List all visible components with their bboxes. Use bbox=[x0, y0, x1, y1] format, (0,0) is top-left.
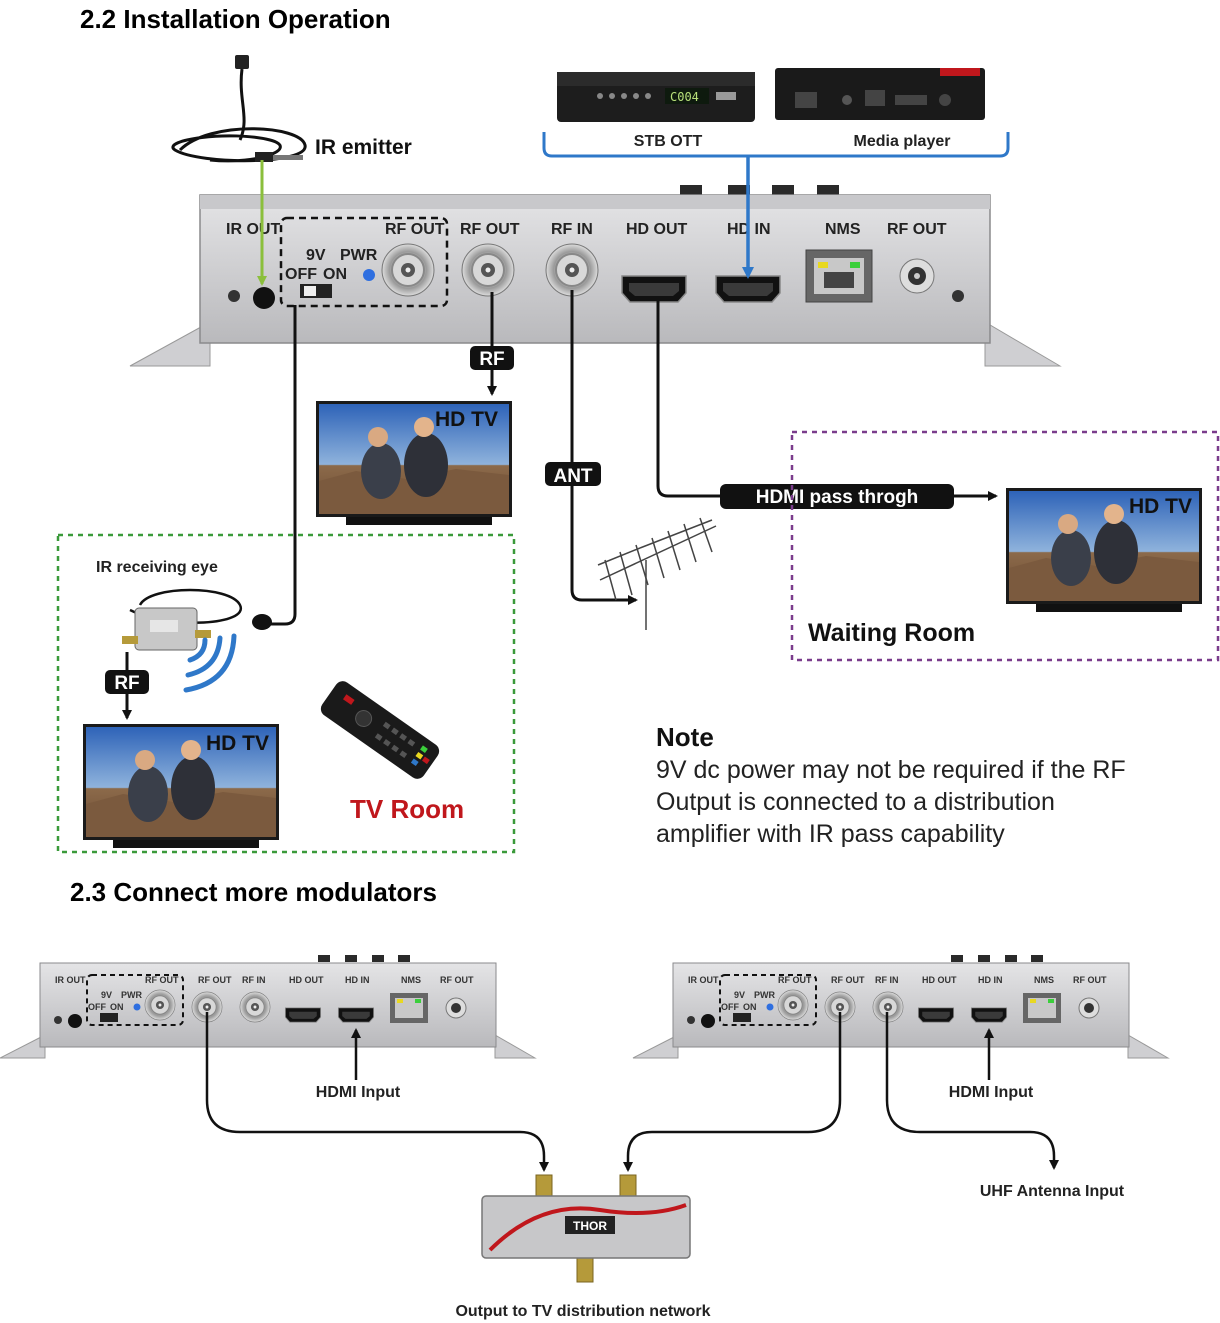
small-right-pwr: PWR bbox=[754, 990, 775, 1000]
ir-eye-label: IR receiving eye bbox=[96, 559, 218, 576]
installation-title: 2.2 Installation Operation bbox=[80, 4, 391, 34]
source-bracket bbox=[542, 132, 1010, 158]
ir-emitter-cable bbox=[171, 55, 307, 163]
hd-in-port bbox=[715, 275, 781, 303]
small-right-hd-out: HD OUT bbox=[922, 975, 957, 985]
media-player-label: Media player bbox=[854, 133, 951, 150]
small-left-nms: NMS bbox=[401, 975, 421, 985]
small-left-rf-out-2: RF OUT bbox=[440, 975, 474, 985]
rf-out-2-connector bbox=[899, 258, 935, 294]
small-right-rf-in: RF IN bbox=[875, 975, 899, 985]
small-left-rf-in: RF IN bbox=[242, 975, 266, 985]
small-left-rf-out-dashed: RF OUT bbox=[145, 975, 179, 985]
panel-screw-right bbox=[952, 290, 964, 302]
small-right-nms: NMS bbox=[1034, 975, 1054, 985]
tag-rf-a-text: RF bbox=[479, 349, 504, 370]
output-label: Output to TV distribution network bbox=[455, 1303, 710, 1320]
tag-ant-text: ANT bbox=[553, 466, 592, 487]
small-right-rf-out-2: RF OUT bbox=[1073, 975, 1107, 985]
hdmi-pass-line bbox=[656, 300, 998, 501]
tag-rf-b bbox=[105, 670, 149, 694]
rf-in-connector bbox=[545, 243, 599, 297]
note-line-1: 9V dc power may not be required if the R… bbox=[656, 756, 1126, 784]
remote-control-icon bbox=[320, 681, 440, 779]
small-right-ir-out: IR OUT bbox=[688, 975, 719, 985]
uhf-antenna bbox=[597, 517, 717, 630]
hdmi-input-right-label: HDMI Input bbox=[949, 1084, 1034, 1101]
port-rf-in: RF IN bbox=[551, 221, 593, 238]
label-9v: 9V bbox=[306, 247, 326, 264]
pwr-led bbox=[363, 269, 375, 281]
ir-out-jack bbox=[253, 287, 275, 309]
uhf-antenna-line bbox=[885, 1012, 1059, 1170]
ant-line bbox=[570, 290, 638, 605]
tv3-label: HD TV bbox=[1129, 495, 1192, 518]
small-right-rf-out-1: RF OUT bbox=[831, 975, 865, 985]
small-modulator-right bbox=[632, 955, 1170, 1059]
rf-line-right-to-combiner bbox=[623, 1012, 842, 1172]
rf-combiner-device: THOR bbox=[481, 1174, 691, 1283]
stb-display: C004 bbox=[670, 90, 699, 104]
small-left-ir-out: IR OUT bbox=[55, 975, 86, 985]
hdmi-input-left-label: HDMI Input bbox=[316, 1084, 401, 1101]
uhf-label: UHF Antenna Input bbox=[980, 1183, 1125, 1200]
hd-out-port bbox=[621, 275, 687, 303]
small-left-pwr: PWR bbox=[121, 990, 142, 1000]
note-line-2: Output is connected to a distribution bbox=[656, 788, 1055, 816]
ir-eye-device bbox=[122, 588, 272, 651]
tag-hdmi-pass-text: HDMI pass throgh bbox=[756, 487, 919, 508]
port-nms: NMS bbox=[825, 221, 861, 238]
rf-out-dashed-box bbox=[279, 216, 449, 308]
label-off: OFF bbox=[285, 266, 317, 283]
tag-rf-b-text: RF bbox=[114, 673, 139, 694]
tv-room-label: TV Room bbox=[350, 794, 464, 824]
stb-device: C004 bbox=[557, 72, 755, 122]
note-title: Note bbox=[656, 722, 714, 752]
small-modulator-left bbox=[0, 955, 537, 1059]
port-ir-out: IR OUT bbox=[226, 221, 280, 238]
ir-emitter-label: IR emitter bbox=[315, 136, 412, 159]
small-left-off: OFF bbox=[88, 1002, 106, 1012]
small-right-hd-in: HD IN bbox=[978, 975, 1003, 985]
small-left-hd-out: HD OUT bbox=[289, 975, 324, 985]
panel-screw-left bbox=[228, 290, 240, 302]
waiting-room-label: Waiting Room bbox=[808, 619, 975, 647]
port-hd-out: HD OUT bbox=[626, 221, 688, 238]
small-right-off: OFF bbox=[721, 1002, 739, 1012]
ir-eye-line bbox=[258, 305, 297, 626]
tv1-label: HD TV bbox=[435, 408, 498, 431]
tag-ant bbox=[545, 462, 601, 486]
tag-rf-a bbox=[470, 346, 514, 370]
small-right-rf-out-dashed: RF OUT bbox=[778, 975, 812, 985]
small-left-9v: 9V bbox=[101, 990, 112, 1000]
port-rf-out-2: RF OUT bbox=[887, 221, 947, 238]
label-pwr: PWR bbox=[340, 247, 378, 264]
rf-line-left-to-combiner bbox=[205, 1012, 549, 1172]
port-rf-out-1: RF OUT bbox=[460, 221, 520, 238]
nms-ethernet-port bbox=[805, 249, 873, 303]
note-line-3: amplifier with IR pass capability bbox=[656, 820, 1005, 848]
tag-hdmi-pass bbox=[720, 484, 954, 509]
small-right-9v: 9V bbox=[734, 990, 745, 1000]
ir-wave-icon bbox=[183, 633, 237, 693]
rf-out-dashed-connector bbox=[381, 243, 435, 297]
small-left-on: ON bbox=[110, 1002, 124, 1012]
label-on: ON bbox=[323, 266, 347, 283]
small-right-on: ON bbox=[743, 1002, 757, 1012]
rf-out-1-connector bbox=[461, 243, 515, 297]
small-left-hd-in: HD IN bbox=[345, 975, 370, 985]
media-player-device bbox=[775, 68, 985, 120]
port-rf-out-dashed: RF OUT bbox=[385, 221, 445, 238]
waiting-room-box bbox=[790, 430, 1220, 662]
connect-title: 2.3 Connect more modulators bbox=[70, 877, 437, 907]
tv2-label: HD TV bbox=[206, 732, 269, 755]
stb-label: STB OTT bbox=[634, 133, 703, 150]
tv-room-box bbox=[56, 533, 516, 854]
combiner-brand-mark: THOR bbox=[573, 1219, 607, 1233]
small-left-rf-out-1: RF OUT bbox=[198, 975, 232, 985]
